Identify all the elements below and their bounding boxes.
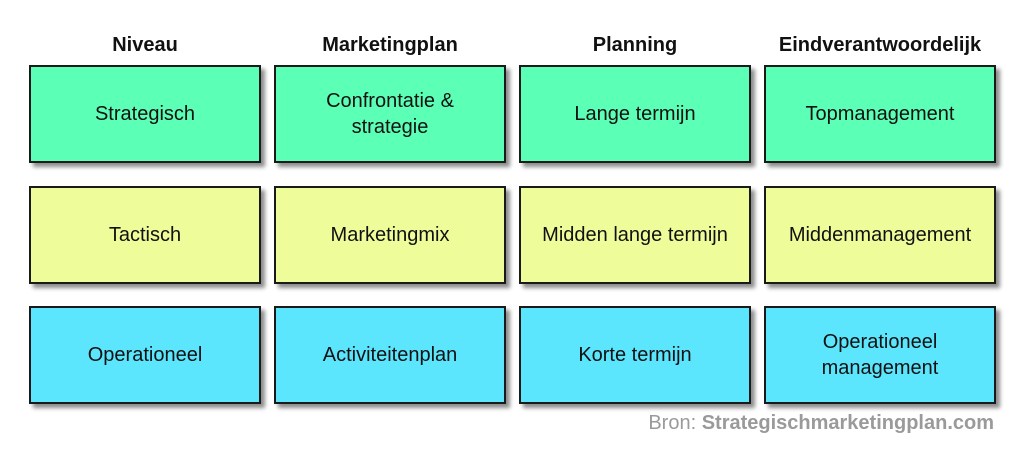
row-strategisch-niveau-box: Strategisch xyxy=(29,65,261,163)
row-tactisch-planning-box: Midden lange termijn xyxy=(519,186,751,284)
row-strategisch-niveau-label: Strategisch xyxy=(94,103,196,125)
row-tactisch-niveau-label: Tactisch xyxy=(108,224,182,246)
row-operationeel-planning-box: Korte termijn xyxy=(519,306,751,404)
row-strategisch-planning-label: Lange termijn xyxy=(574,103,696,125)
row-strategisch-eindverantwoordelijk-box: Topmanagement xyxy=(764,65,996,163)
row-tactisch-marketingplan-label: Marketingmix xyxy=(330,224,450,246)
row-operationeel-eindverantwoordelijk-label: Operationeel management xyxy=(821,331,939,379)
row-tactisch-marketingplan-box: Marketingmix xyxy=(274,186,506,284)
header-niveau: Niveau xyxy=(112,33,178,56)
row-tactisch-eindverantwoordelijk-box: Middenmanagement xyxy=(764,186,996,284)
source-prefix: Bron: xyxy=(648,412,702,434)
row-strategisch-planning-box: Lange termijn xyxy=(519,65,751,163)
row-operationeel-niveau-box: Operationeel xyxy=(29,306,261,404)
row-strategisch-marketingplan-box: Confrontatie & strategie xyxy=(274,65,506,163)
source-name: Strategischmarketingplan.com xyxy=(701,412,994,434)
row-operationeel-marketingplan-label: Activiteitenplan xyxy=(322,344,458,366)
row-strategisch-eindverantwoordelijk-label: Topmanagement xyxy=(805,103,955,125)
row-strategisch-marketingplan-label: Confrontatie & strategie xyxy=(326,90,454,138)
row-operationeel-marketingplan-box: Activiteitenplan xyxy=(274,306,506,404)
row-tactisch-eindverantwoordelijk-label: Middenmanagement xyxy=(788,224,972,246)
header-planning: Planning xyxy=(592,33,678,56)
row-operationeel-niveau-label: Operationeel xyxy=(87,344,203,366)
source-credit: Bron: Strategischmarketingplan.com xyxy=(648,412,994,435)
row-operationeel-planning-label: Korte termijn xyxy=(578,344,692,366)
header-eindverantwoordelijk: Eindverantwoordelijk xyxy=(778,33,982,56)
row-tactisch-niveau-box: Tactisch xyxy=(29,186,261,284)
row-tactisch-planning-label: Midden lange termijn xyxy=(542,224,728,246)
header-marketingplan: Marketingplan xyxy=(322,33,458,56)
row-operationeel-eindverantwoordelijk-box: Operationeel management xyxy=(764,306,996,404)
